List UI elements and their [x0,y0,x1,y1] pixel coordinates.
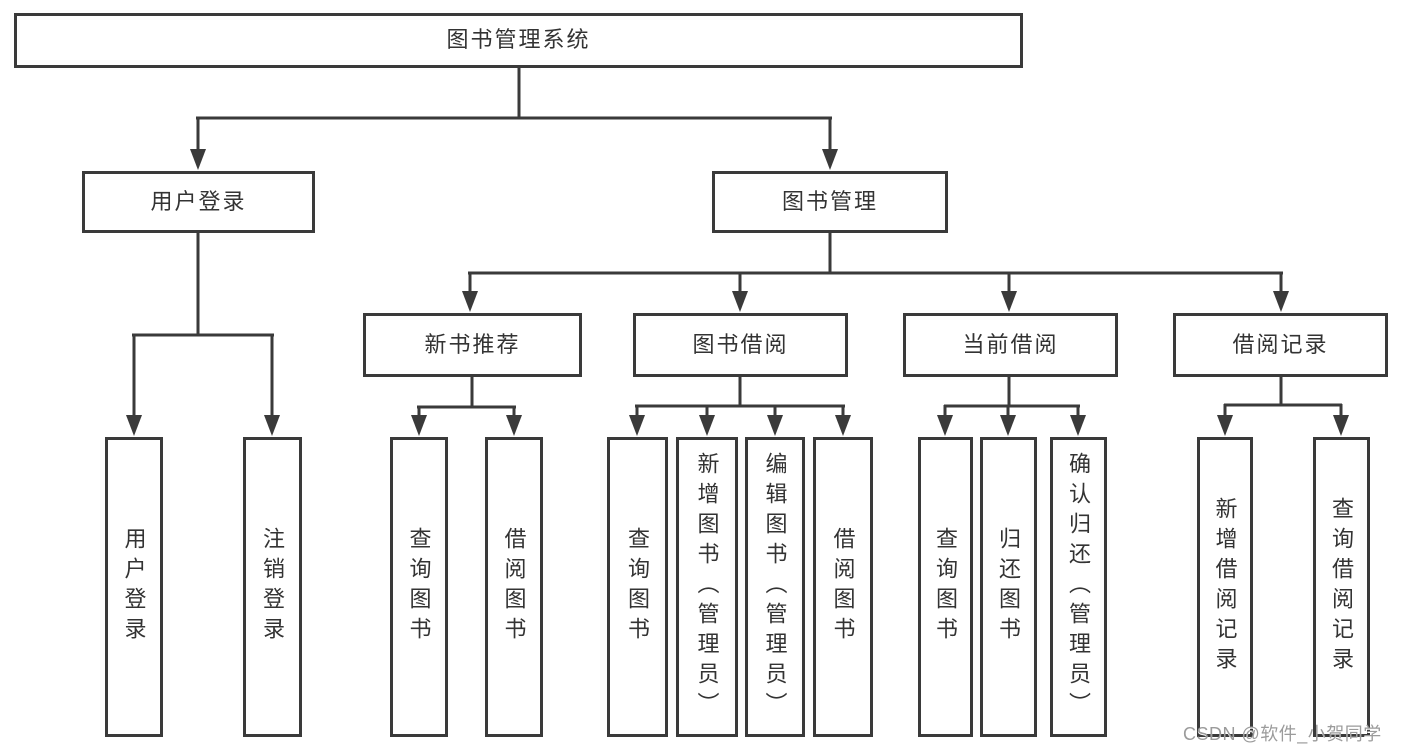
node-book-borrow: 图书借阅 [633,313,848,377]
leaf-newbook-query-book: 查询图书 [390,437,448,737]
arrowhead-icon [1333,415,1349,436]
leaf-current-query-book: 查询图书 [918,437,973,737]
connector-root-to-level2 [190,68,838,170]
arrowhead-icon [1217,415,1233,436]
leaf-borrow-query-book: 查询图书 [607,437,668,737]
arrowhead-icon [732,291,748,312]
node-user-login-label: 用户登录 [150,188,247,214]
node-new-book-recommend: 新书推荐 [363,313,582,377]
leaf-newbook-borrow-book-label: 借阅图书 [501,527,527,647]
leaf-confirm-return-admin-label: 确认归还（管理员） [1066,452,1092,722]
leaf-user-login-label: 用户登录 [121,527,147,647]
leaf-return-book: 归还图书 [980,437,1037,737]
arrowhead-icon [1001,291,1017,312]
leaf-edit-book-admin: 编辑图书（管理员） [745,437,805,737]
arrowhead-icon [1000,415,1016,436]
arrowhead-icon [699,415,715,436]
node-current-borrow: 当前借阅 [903,313,1118,377]
arrowhead-icon [462,291,478,312]
connector-borrow-record-to-leaves [1217,377,1349,436]
node-borrow-record-label: 借阅记录 [1232,331,1329,357]
arrowhead-icon [126,415,142,436]
arrowhead-icon [190,149,206,170]
leaf-add-borrow-record: 新增借阅记录 [1197,437,1253,737]
leaf-logout: 注销登录 [243,437,302,737]
arrowhead-icon [937,415,953,436]
leaf-query-borrow-record: 查询借阅记录 [1313,437,1370,737]
arrowhead-icon [411,415,427,436]
leaf-edit-book-admin-label: 编辑图书（管理员） [762,452,788,722]
leaf-borrow-query-book-label: 查询图书 [625,527,651,647]
arrowhead-icon [835,415,851,436]
node-root: 图书管理系统 [14,13,1023,68]
arrowhead-icon [264,415,280,436]
csdn-watermark: CSDN @软件_小贺同学 [1183,724,1382,744]
connector-new-book-to-leaves [411,377,522,436]
node-user-login: 用户登录 [82,171,315,233]
node-new-book-recommend-label: 新书推荐 [424,331,521,357]
leaf-return-book-label: 归还图书 [996,527,1022,647]
leaf-current-query-book-label: 查询图书 [933,527,959,647]
node-current-borrow-label: 当前借阅 [962,331,1059,357]
node-book-mgmt-label: 图书管理 [781,188,878,214]
leaf-borrow-borrow-book: 借阅图书 [813,437,873,737]
leaf-user-login: 用户登录 [105,437,163,737]
connector-user-login-to-leaves [126,233,280,436]
node-book-borrow-label: 图书借阅 [692,331,789,357]
leaf-add-borrow-record-label: 新增借阅记录 [1212,497,1238,677]
node-book-mgmt: 图书管理 [712,171,948,233]
leaf-logout-label: 注销登录 [260,527,286,647]
leaf-query-borrow-record-label: 查询借阅记录 [1329,497,1355,677]
arrowhead-icon [1273,291,1289,312]
leaf-borrow-borrow-book-label: 借阅图书 [830,527,856,647]
leaf-add-book-admin: 新增图书（管理员） [676,437,738,737]
leaf-newbook-borrow-book: 借阅图书 [485,437,543,737]
arrowhead-icon [822,149,838,170]
arrowhead-icon [767,415,783,436]
arrowhead-icon [506,415,522,436]
connector-book-mgmt-to-level3 [462,233,1289,312]
arrowhead-icon [629,415,645,436]
leaf-add-book-admin-label: 新增图书（管理员） [694,452,720,722]
arrowhead-icon [1070,415,1086,436]
connector-book-borrow-to-leaves [629,377,851,436]
node-root-label: 图书管理系统 [446,27,591,53]
leaf-newbook-query-book-label: 查询图书 [406,527,432,647]
leaf-confirm-return-admin: 确认归还（管理员） [1050,437,1107,737]
connector-current-borrow-to-leaves [937,377,1086,436]
node-borrow-record: 借阅记录 [1173,313,1388,377]
